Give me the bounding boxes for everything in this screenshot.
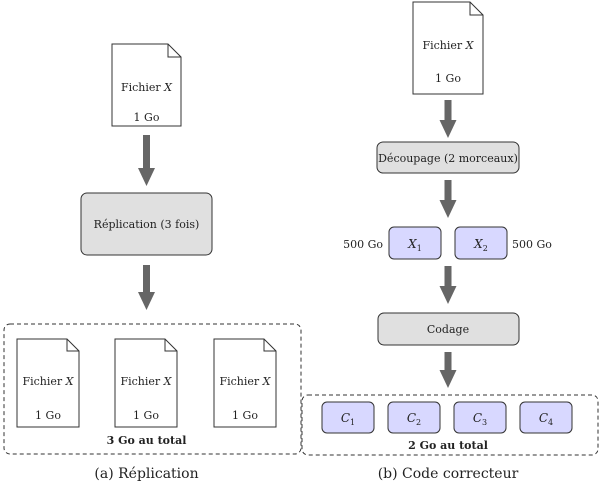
- arrow-head: [439, 286, 457, 304]
- code-sub: 2: [416, 418, 421, 427]
- piece-var: X: [473, 237, 483, 251]
- panel-replication: Fichier X 1 Go Réplication (3 fois) Fich…: [3, 43, 302, 482]
- file-var-label: X: [163, 81, 173, 94]
- file-var-label: X: [65, 375, 75, 388]
- file-size-label: 1 Go: [35, 409, 61, 422]
- piece-size-label: 500 Go: [512, 238, 552, 251]
- piece-box: X1: [388, 226, 442, 260]
- replication-box: Réplication (3 fois): [80, 192, 213, 256]
- svg-text:Fichier X: Fichier X: [121, 81, 173, 94]
- file-var-label: X: [465, 39, 475, 52]
- piece-size-label: 500 Go: [343, 238, 383, 251]
- piece-box: X2: [454, 226, 508, 260]
- code-var: C: [473, 411, 482, 425]
- svg-text:Fichier X: Fichier X: [422, 39, 474, 52]
- split-label: Découpage (2 morceaux): [378, 152, 518, 165]
- svg-text:C4: C4: [539, 411, 553, 427]
- file-name-label: Fichier: [219, 375, 259, 388]
- replicas-container: [3, 323, 302, 455]
- codes-container: [301, 394, 599, 456]
- code-box: C1: [321, 401, 375, 434]
- source-file-right: Fichier X 1 Go: [412, 1, 484, 95]
- total-label: 3 Go au total: [107, 434, 187, 447]
- code-sub: 1: [350, 418, 355, 427]
- file-name-label: Fichier: [121, 81, 161, 94]
- code-box: C3: [453, 401, 507, 434]
- svg-text:X2: X2: [473, 237, 488, 253]
- code-sub: 4: [548, 418, 553, 427]
- file-size-label: 1 Go: [232, 409, 258, 422]
- arrow-head: [439, 200, 457, 218]
- source-file-left: Fichier X 1 Go: [111, 43, 182, 127]
- svg-text:Fichier X: Fichier X: [219, 375, 271, 388]
- file-var-label: X: [262, 375, 272, 388]
- replica-file: Fichier X 1 Go: [213, 338, 277, 428]
- piece-sub: 1: [417, 244, 422, 253]
- file-size-label: 1 Go: [435, 72, 461, 85]
- svg-text:C2: C2: [407, 411, 421, 427]
- file-name-label: Fichier: [120, 375, 160, 388]
- code-var: C: [407, 411, 416, 425]
- svg-text:C3: C3: [473, 411, 487, 427]
- file-size-label: 1 Go: [134, 111, 160, 124]
- total-label: 2 Go au total: [408, 439, 488, 452]
- caption-replication: (a) Réplication: [94, 466, 198, 482]
- file-var-label: X: [163, 375, 173, 388]
- piece-sub: 2: [483, 244, 488, 253]
- replica-file: Fichier X 1 Go: [114, 338, 178, 428]
- svg-text:Fichier X: Fichier X: [120, 375, 172, 388]
- encode-label: Codage: [427, 323, 469, 336]
- code-sub: 3: [482, 418, 487, 427]
- file-name-label: Fichier: [422, 39, 462, 52]
- svg-text:Fichier X: Fichier X: [22, 375, 74, 388]
- arrow-head: [138, 292, 155, 310]
- panel-code-correcteur: Fichier X 1 Go Découpage (2 morceaux) 50…: [301, 1, 599, 482]
- arrow-head: [439, 370, 457, 388]
- code-box: C2: [387, 401, 441, 434]
- code-var: C: [539, 411, 548, 425]
- split-box: Découpage (2 morceaux): [376, 141, 520, 174]
- svg-text:C1: C1: [341, 411, 355, 427]
- arrow-head: [138, 168, 155, 186]
- code-box: C4: [519, 401, 573, 434]
- arrow-head: [439, 120, 457, 138]
- piece-var: X: [407, 237, 417, 251]
- replication-label: Réplication (3 fois): [94, 218, 200, 231]
- svg-text:X1: X1: [407, 237, 422, 253]
- replica-file: Fichier X 1 Go: [16, 338, 80, 428]
- encode-box: Codage: [377, 312, 520, 346]
- caption-code-correcteur: (b) Code correcteur: [378, 466, 519, 482]
- file-name-label: Fichier: [22, 375, 62, 388]
- file-size-label: 1 Go: [133, 409, 159, 422]
- code-var: C: [341, 411, 350, 425]
